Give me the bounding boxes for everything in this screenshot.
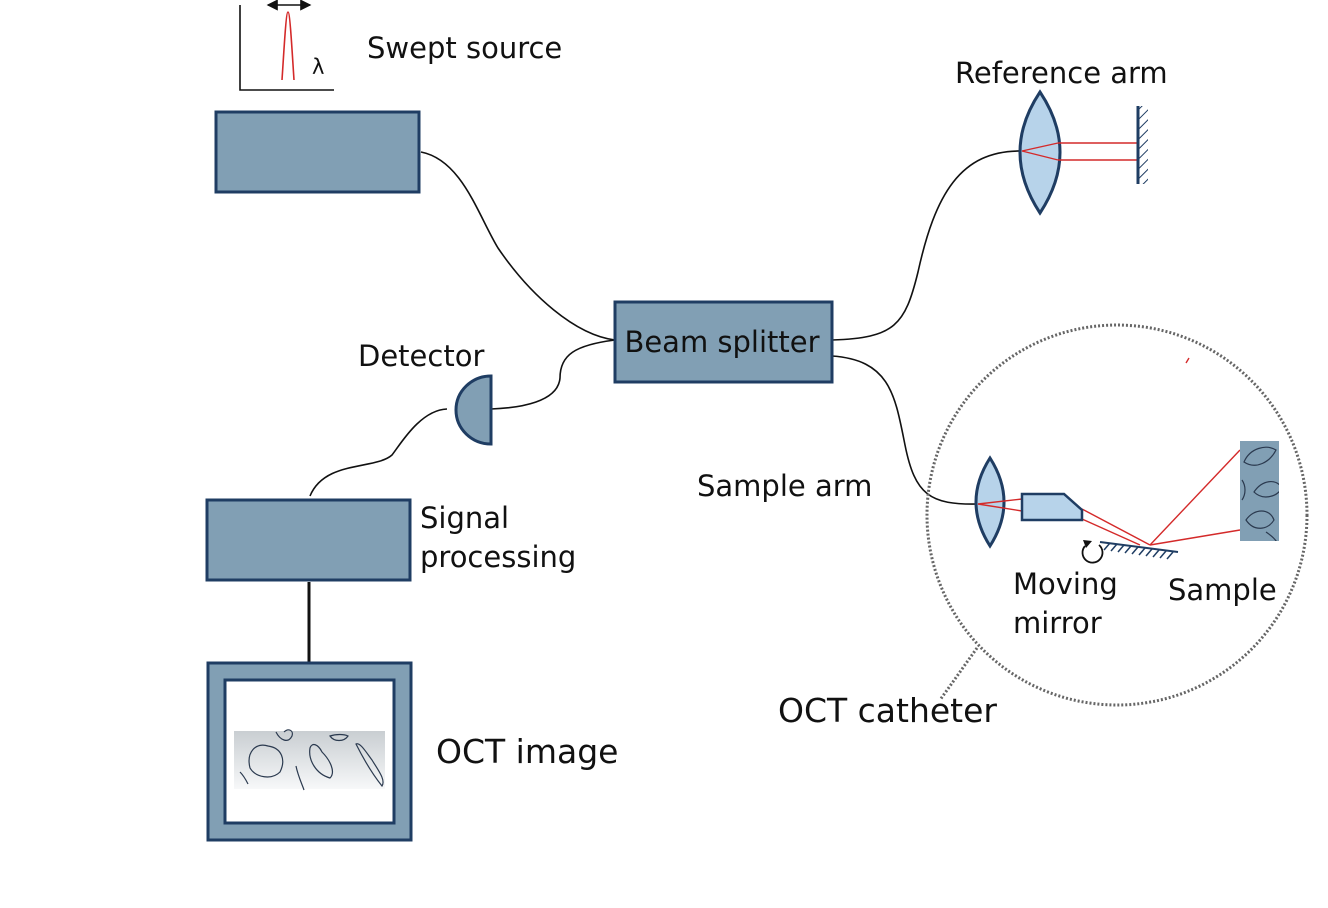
moving-mirror-label-line2: mirror [1013,606,1102,640]
signal-processing-label-line2: processing [420,540,576,574]
catheter-pointer-line [938,647,979,701]
wavelength-symbol: λ [312,55,324,79]
signal-fiber [309,408,448,497]
sample-label: Sample [1168,573,1277,607]
sample-beam [977,449,1241,546]
reference-mirror [1136,106,1148,184]
signal-processing-box [205,498,412,582]
signal-processing-label-line1: Signal [420,501,509,535]
rotation-arrow-icon [1081,540,1104,564]
moving-mirror [1099,541,1179,560]
sample-fiber [831,355,979,505]
reference-lens [1018,89,1062,216]
oct-image-label: OCT image [436,732,618,771]
reference-fiber [831,150,1023,341]
stray-beam-mark [1185,357,1190,364]
detector-label: Detector [358,339,484,373]
moving-mirror-label-line1: Moving [1013,567,1118,601]
sample-arm-label: Sample arm [697,469,872,503]
catheter-magnification-circle [925,323,1309,707]
tissue-sample [1240,441,1279,541]
oct-image-monitor [206,661,413,842]
swept-source-box [214,110,421,194]
beam-splitter-box [613,300,834,384]
swept-source-label: Swept source [367,31,562,65]
detector-fiber [490,339,616,410]
source-fiber [420,151,616,341]
catheter-prism [1020,492,1084,522]
swept-source-spectrum-icon: λ [239,0,334,91]
reference-arm-label: Reference arm [955,56,1168,90]
reference-beam [1021,142,1138,161]
oct-catheter-label: OCT catheter [778,691,997,730]
detector-icon [454,374,493,446]
beam-splitter-label: Beam splitter [624,325,819,359]
